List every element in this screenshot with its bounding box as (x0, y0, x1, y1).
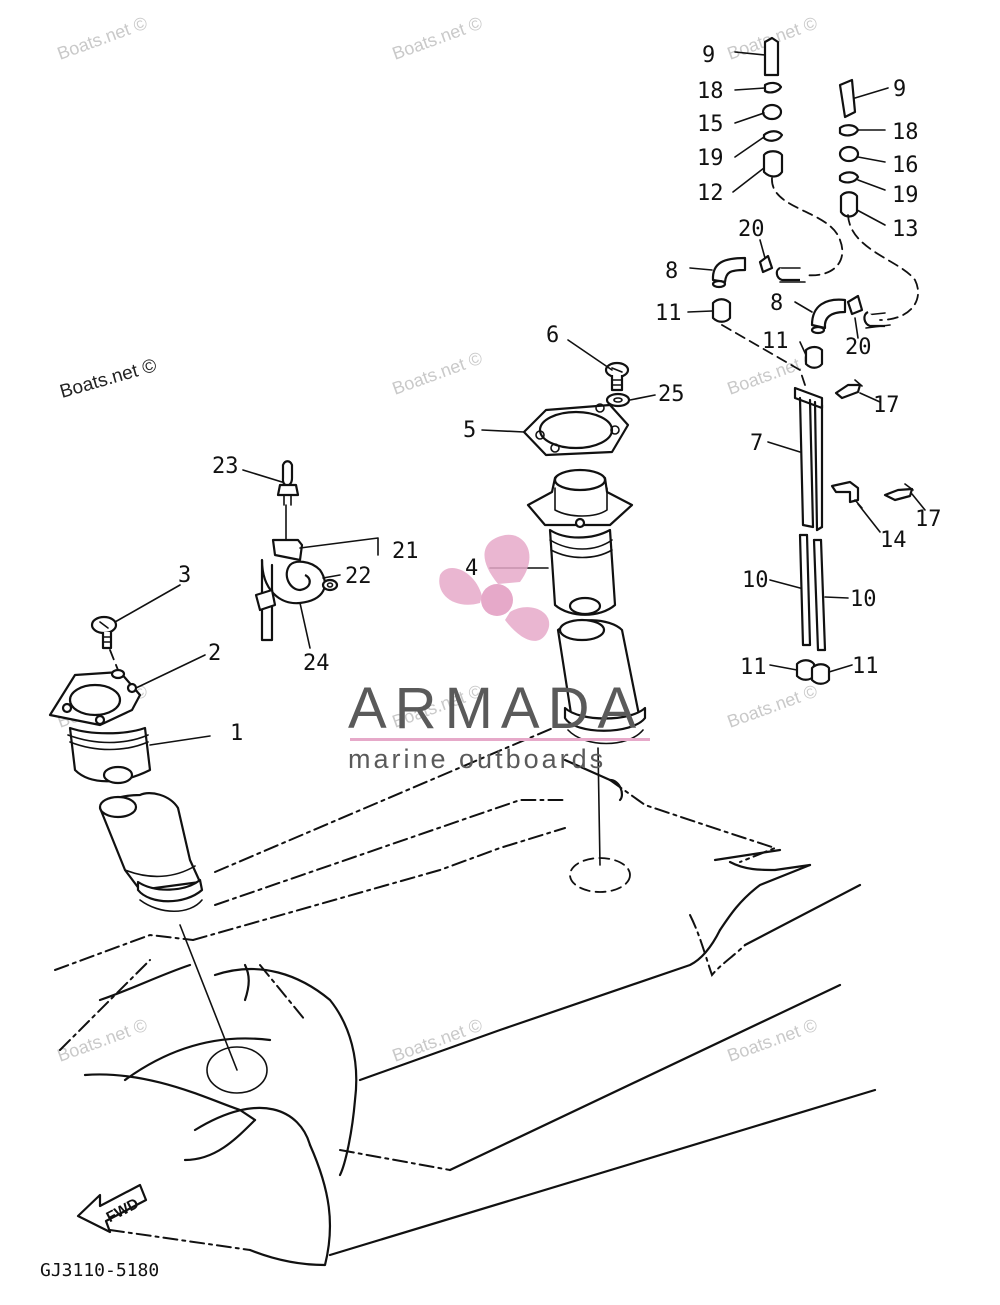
callout-8: 8 (770, 291, 783, 316)
propeller-blade (484, 534, 530, 584)
callout-13: 13 (892, 217, 919, 242)
clamp-assembly (254, 460, 339, 642)
watermark-dark: Boats.net © (58, 355, 159, 403)
brand-name: ARMADA (348, 676, 644, 741)
propeller-blade (439, 567, 482, 605)
callout-11: 11 (740, 655, 767, 680)
callout-11: 11 (852, 654, 879, 679)
callout-23: 23 (212, 454, 239, 479)
callout-24: 24 (303, 651, 330, 676)
callout-15: 14 (880, 528, 907, 553)
callout-1: 1 (230, 721, 243, 746)
part-callouts: 9 18 15 19 12 9 18 16 19 13 20 8 11 8 11… (178, 43, 942, 746)
propeller-blade (505, 607, 550, 641)
brand-tagline: marine outboards (348, 744, 606, 774)
watermark: Boats.net © (390, 13, 485, 64)
propeller-hub (481, 584, 513, 616)
callout-22: 22 (345, 564, 372, 589)
watermark: Boats.net © (390, 348, 485, 399)
brand-logo: ARMADA marine outboards (348, 534, 650, 774)
callout-17: 17 (915, 507, 942, 532)
callout-18: 18 (892, 120, 919, 145)
callout-21: 21 (392, 539, 419, 564)
callout-19: 19 (892, 183, 919, 208)
watermark: Boats.net © (725, 681, 820, 732)
callout-12: 12 (697, 181, 724, 206)
intake-assembly-left (48, 615, 238, 1071)
callout-3: 3 (178, 563, 191, 588)
callout-16: 17 (873, 393, 900, 418)
callout-11: 11 (655, 301, 682, 326)
propeller-icon (439, 534, 550, 641)
callout-10: 10 (742, 568, 769, 593)
hull-outline (54, 724, 877, 1267)
callout-9: 9 (702, 43, 715, 68)
callout-20: 20 (738, 217, 765, 242)
callout-14: 15 (697, 112, 724, 137)
callout-8: 8 (665, 259, 678, 284)
forward-direction-arrow: FWD (76, 1183, 148, 1234)
callout-11: 11 (762, 329, 789, 354)
callout-2: 2 (208, 641, 221, 666)
brand-divider (350, 738, 650, 741)
callout-20: 20 (845, 335, 872, 360)
callout-14: 16 (892, 153, 919, 178)
callout-10: 10 (850, 587, 877, 612)
callout-5: 5 (463, 418, 476, 443)
callout-18: 18 (697, 79, 724, 104)
callout-25: 25 (658, 382, 685, 407)
drawing-code: GJ3110-5180 (40, 1260, 159, 1281)
watermark: Boats.net © (55, 13, 150, 64)
watermark: Boats.net © (725, 1015, 820, 1066)
callout-19: 19 (697, 146, 724, 171)
callout-9: 9 (893, 77, 906, 102)
intake-assembly-center (522, 361, 647, 866)
callout-6: 6 (546, 323, 559, 348)
callout-7: 7 (750, 431, 763, 456)
